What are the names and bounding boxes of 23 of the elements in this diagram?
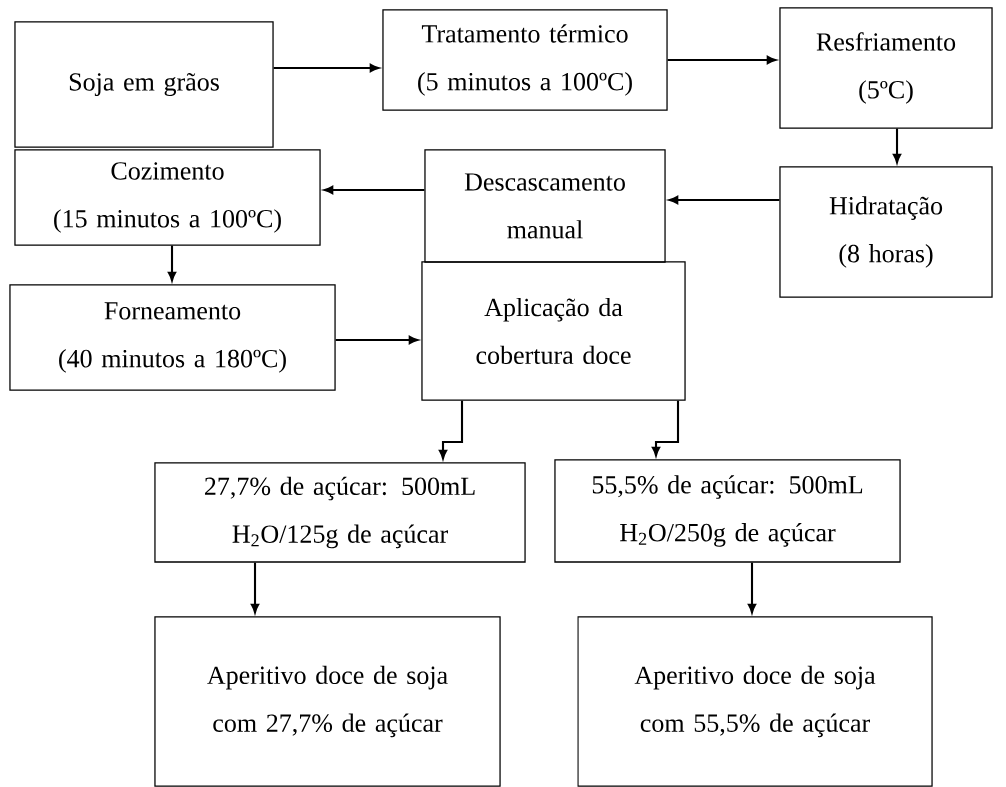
- process-box: Cozimento (15 minutos a 100ºC): [14, 149, 321, 246]
- process-box: Aplicação da cobertura doce: [421, 261, 686, 401]
- arrow: [667, 55, 777, 65]
- process-box: Hidratação (8 horas): [779, 166, 993, 298]
- arrow: [892, 128, 902, 164]
- arrow: [167, 245, 177, 282]
- process-box: 27,7% de açúcar: 500mL H$_{2}$O/125g de açúcar: [154, 462, 526, 563]
- arrow: [438, 400, 464, 460]
- arrow: [323, 185, 425, 195]
- process-box: Forneamento (40 minutos a 180ºC): [9, 284, 336, 391]
- arrow: [651, 400, 680, 457]
- process-box: Soja em grãos: [14, 21, 274, 148]
- process-box: Aperitivo doce de soja com 27,7% de açúcar: [154, 616, 501, 787]
- arrow: [335, 335, 419, 345]
- arrow: [273, 63, 380, 73]
- process-box: 55,5% de açúcar: 500mL H$_{2}$O/250g de açúcar: [554, 459, 901, 563]
- process-box: Tratamento térmico (5 minutos a 100ºC): [382, 9, 668, 111]
- process-box: Descascamento manual: [424, 149, 666, 263]
- process-box: Resfriamento (5ºC): [779, 7, 993, 129]
- arrow: [747, 562, 757, 614]
- process-box: Aperitivo doce de soja com 55,5% de açúcar: [577, 616, 933, 787]
- arrow: [250, 562, 260, 614]
- arrow: [668, 195, 780, 205]
